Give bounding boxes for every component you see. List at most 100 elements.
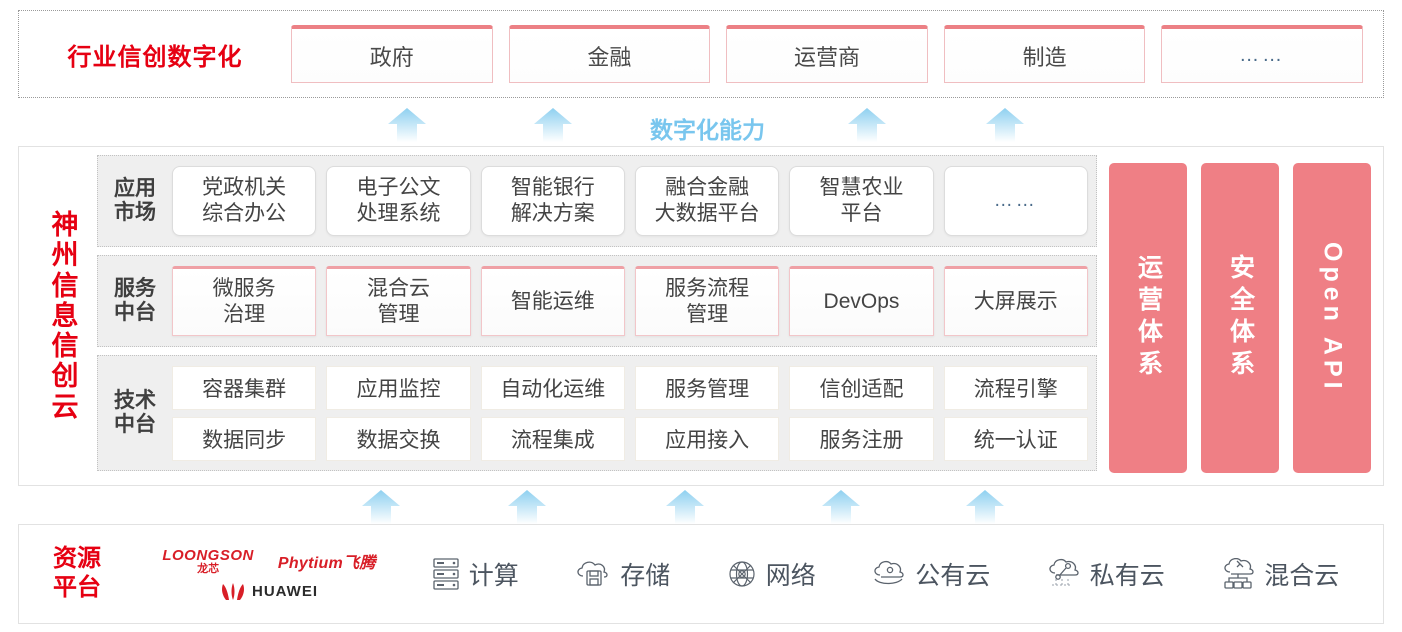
tech-cell-data-sync[interactable]: 数据同步	[172, 416, 317, 461]
server-rack-icon	[433, 558, 459, 590]
resource-item-list: 计算 存储	[403, 556, 1383, 592]
industry-box-government[interactable]: 政府	[291, 25, 493, 83]
cell-line2: 处理系统	[356, 202, 441, 225]
cloud-title-char-6: 云	[51, 391, 79, 422]
tech-cell-service-management[interactable]: 服务管理	[634, 365, 780, 410]
industry-band-title: 行业信创数字化	[67, 43, 243, 71]
svc-cell-devops[interactable]: DevOps	[789, 266, 934, 336]
industry-digitalization-band: 行业信创数字化 政府 金融 运营商 制造 ……	[18, 10, 1384, 98]
up-arrow-icon	[848, 108, 886, 142]
up-arrow-icon	[666, 490, 704, 524]
tech-cell-process-integration[interactable]: 流程集成	[480, 416, 625, 461]
resource-item-compute[interactable]: 计算	[431, 556, 519, 592]
up-arrow-icon	[986, 108, 1024, 142]
cell-line1: 智慧农业	[819, 176, 904, 200]
resource-item-public-cloud[interactable]: 公有云	[871, 556, 990, 592]
tech-cell-data-exchange[interactable]: 数据交换	[326, 416, 471, 461]
industry-box-carrier[interactable]: 运营商	[726, 25, 928, 83]
cloud-title-char-4: 信	[51, 331, 79, 362]
up-arrow-icon	[822, 490, 860, 524]
resource-item-label: 私有云	[1089, 562, 1165, 590]
public-cloud-icon	[874, 560, 904, 585]
tech-cell-app-monitoring[interactable]: 应用监控	[326, 365, 471, 410]
tier-label-line2: 中台	[114, 301, 156, 324]
tech-cell-xinchuang-adaptation[interactable]: 信创适配	[789, 365, 934, 410]
svc-cell-hybrid-cloud-mgmt[interactable]: 混合云 管理	[326, 266, 471, 336]
svc-cell-microservice-governance[interactable]: 微服务 治理	[172, 266, 317, 336]
cell-line1: 党政机关	[202, 176, 287, 200]
app-cell-finance-bigdata[interactable]: 融合金融 大数据平台	[634, 166, 780, 236]
tech-cell-container-cluster[interactable]: 容器集群	[172, 365, 317, 410]
tier-app-market-cells: 党政机关 综合办公 电子公文 处理系统 智能银行 解决方案	[172, 166, 1088, 236]
cloud-title-char-0: 神	[51, 210, 79, 241]
cell-line2: 管理	[686, 303, 729, 326]
cell-line1: 智能银行	[510, 176, 595, 200]
up-arrow-icon	[388, 108, 426, 142]
industry-box-manufacturing[interactable]: 制造	[943, 25, 1146, 83]
tech-cell-app-access[interactable]: 应用接入	[634, 416, 780, 461]
cloud-title-char-3: 息	[51, 300, 79, 331]
tier-label-line2: 市场	[114, 201, 156, 224]
svc-cell-intelligent-ops[interactable]: 智能运维	[480, 266, 625, 336]
svc-cell-big-screen-display[interactable]: 大屏展示	[943, 266, 1088, 336]
cloud-storage-icon	[577, 561, 608, 586]
hybrid-cloud-icon	[1224, 558, 1254, 589]
cloud-tier-stack: 应用 市场 党政机关 综合办公 电子公文 处理系统	[97, 155, 1097, 479]
cell-line1: 混合云	[366, 277, 430, 301]
tech-cell-unified-auth[interactable]: 统一认证	[943, 416, 1088, 461]
tier-service-platform-cells: 微服务 治理 混合云 管理 智能运维 服务流程 管理	[172, 266, 1088, 336]
resource-arrow-strip	[18, 489, 1384, 525]
tier-app-market: 应用 市场 党政机关 综合办公 电子公文 处理系统	[97, 155, 1097, 247]
loongson-logo-text: LOONGSON	[162, 546, 254, 564]
cross-cutting-pillars: 运营体系 安全体系 Open API	[1109, 163, 1371, 473]
tech-cell-automated-ops[interactable]: 自动化运维	[480, 365, 625, 410]
tier-label-line1: 技术	[114, 388, 156, 412]
resource-item-storage[interactable]: 存储	[574, 556, 670, 592]
digital-capability-arrow-strip: 数字化能力	[18, 103, 1384, 143]
industry-box-more[interactable]: ……	[1161, 25, 1363, 83]
pillar-operations-system[interactable]: 运营体系	[1109, 163, 1187, 473]
pillar-label: 运营体系	[1134, 254, 1163, 382]
vendor-logo-group: LOONGSON 龙芯 Phytium飞腾 HUAWEI	[135, 548, 403, 601]
pillar-security-system[interactable]: 安全体系	[1201, 163, 1279, 473]
resource-item-label: 混合云	[1264, 562, 1340, 590]
up-arrow-icon	[534, 108, 572, 142]
app-cell-edoc-system[interactable]: 电子公文 处理系统	[326, 166, 471, 236]
huawei-logo: HUAWEI	[220, 582, 318, 601]
tech-cell-process-engine[interactable]: 流程引擎	[943, 365, 1088, 410]
tier-service-platform-label: 服务 中台	[106, 277, 164, 325]
network-globe-icon	[729, 561, 755, 587]
resource-item-label: 计算	[468, 562, 519, 590]
resource-item-network[interactable]: 网络	[726, 556, 816, 592]
cell-line2: 大数据平台	[654, 202, 760, 225]
app-cell-smart-bank[interactable]: 智能银行 解决方案	[480, 166, 625, 236]
resource-title-line1: 资源	[53, 545, 101, 573]
tech-cell-service-registry[interactable]: 服务注册	[789, 416, 934, 461]
tier-label-line2: 中台	[114, 413, 156, 436]
resource-platform-title: 资源 平台	[19, 545, 135, 603]
tier-service-platform: 服务 中台 微服务 治理 混合云 管理 智能运维	[97, 255, 1097, 347]
phytium-logo: Phytium飞腾	[277, 555, 376, 572]
pillar-label: 安全体系	[1226, 254, 1255, 382]
cell-line1: 服务流程	[665, 277, 750, 301]
tech-row-1: 容器集群 应用监控 自动化运维 服务管理 信创适配 流程引擎	[172, 365, 1088, 410]
resource-item-private-cloud[interactable]: 私有云	[1046, 556, 1165, 592]
cloud-panel-vertical-title: 神 州 信 息 信 创 云	[29, 153, 101, 479]
app-cell-government-office[interactable]: 党政机关 综合办公	[172, 166, 317, 236]
app-cell-smart-agriculture[interactable]: 智慧农业 平台	[789, 166, 934, 236]
resource-item-label: 公有云	[915, 562, 991, 590]
industry-box-list: 政府 金融 运营商 制造 ……	[291, 25, 1383, 83]
cell-line1: 电子公文	[356, 176, 441, 200]
industry-box-finance[interactable]: 金融	[508, 25, 711, 83]
up-arrow-icon	[362, 490, 400, 524]
cell-line1: 融合金融	[665, 176, 750, 200]
svc-cell-service-process-mgmt[interactable]: 服务流程 管理	[634, 266, 780, 336]
huawei-flower-icon	[222, 582, 244, 600]
pillar-open-api[interactable]: Open API	[1293, 163, 1371, 473]
app-cell-more[interactable]: ……	[943, 166, 1088, 236]
resource-item-hybrid-cloud[interactable]: 混合云	[1220, 556, 1339, 592]
resource-item-label: 存储	[620, 562, 671, 590]
cloud-platform-panel: 神 州 信 息 信 创 云 应用 市场 党政机关 综合办公	[18, 146, 1384, 486]
cell-line2: 治理	[223, 303, 266, 326]
tier-tech-platform-rows: 容器集群 应用监控 自动化运维 服务管理 信创适配 流程引擎 数据同步 数据交换…	[172, 365, 1088, 461]
